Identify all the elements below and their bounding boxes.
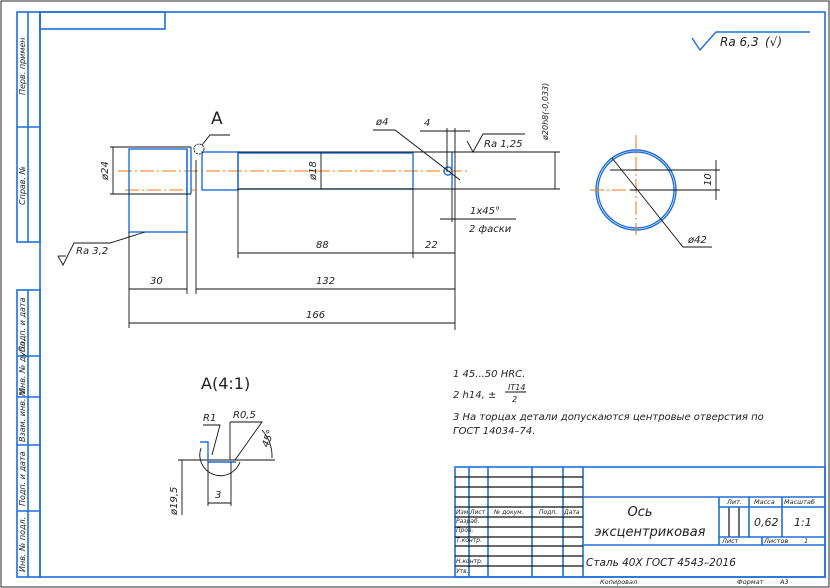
- format-label: Формат: [737, 578, 764, 586]
- dim-3: 3: [215, 490, 221, 501]
- side-label: Перв. примен: [18, 37, 27, 95]
- main-view: A ø24 ø18 ø20h8(-0,033) ø4 4 Ra 1,25 1x4…: [57, 83, 560, 330]
- sheets-value: 1: [804, 537, 808, 545]
- dim-132: 132: [316, 276, 335, 287]
- dim-d20: ø20h8(-0,033): [541, 83, 550, 141]
- side-label: Подп. и дата: [18, 451, 27, 506]
- format-value: A3: [779, 578, 789, 586]
- role-checker: Пров.: [456, 527, 474, 534]
- dim-30: 30: [150, 276, 163, 287]
- dim-d42: ø42: [687, 235, 707, 246]
- header-doc: № докум.: [493, 509, 524, 516]
- detail-view: A(4:1) R1 R0,5 45° ø19,5 3: [169, 374, 277, 516]
- dim-d4: ø4: [375, 117, 388, 128]
- role-developer: Разраб.: [456, 518, 480, 525]
- scale-label: Масштаб: [784, 498, 815, 506]
- side-label: Взам. инв. №: [18, 388, 27, 442]
- dim-w4: 4: [424, 118, 430, 129]
- header-izm: Изм: [456, 509, 469, 516]
- sheet-label: Лист: [721, 537, 739, 545]
- note-3-cont: ГОСТ 14034–74.: [453, 426, 535, 437]
- general-roughness: Ra 6,3 (√): [691, 31, 810, 52]
- dim-r1: R1: [203, 413, 216, 424]
- dim-10: 10: [703, 173, 714, 186]
- roughness-value: Ra 6,3: [720, 35, 759, 49]
- part-name-line2: эксцентриковая: [594, 525, 705, 540]
- left-strip: Перв. примен Справ. № Подп. и дата Инв. …: [16, 11, 41, 578]
- dim-166: 166: [306, 310, 325, 321]
- side-label: Инв. № подл.: [18, 517, 27, 572]
- note-3: 3 На торцах детали допускаются центровые…: [453, 412, 764, 423]
- drawing-frame: [39, 11, 826, 578]
- side-label: Подп. и дата: [18, 297, 27, 352]
- roughness-suffix: (√): [765, 35, 782, 49]
- side-label: Инв. № дубл.: [18, 339, 27, 394]
- top-left-box: [39, 11, 166, 30]
- header-date: Дата: [563, 509, 580, 516]
- roughness-ra32: Ra 3,2: [76, 246, 108, 257]
- header-list: Лист: [469, 509, 486, 516]
- header-sign: Подп.: [539, 509, 557, 516]
- chamfer-note: 2 фаски: [469, 224, 512, 235]
- technical-notes: 1 45...50 HRC. 2 h14, ± IT14 2 3 На торц…: [453, 369, 764, 437]
- dim-d18: ø18: [308, 161, 319, 181]
- sheets-label: Листов: [763, 537, 788, 545]
- dim-chamfer: 1x45°: [470, 206, 500, 217]
- material: Сталь 40Х ГОСТ 4543–2016: [586, 557, 736, 569]
- role-tcontrol: Т.контр.: [456, 537, 482, 544]
- note-2: 2 h14, ±: [453, 390, 496, 401]
- dim-d195: ø19,5: [169, 487, 180, 516]
- role-ncontrol: Н.контр.: [456, 558, 483, 565]
- mass-value: 0,62: [754, 516, 779, 529]
- note-2-numerator: IT14: [508, 383, 525, 392]
- detail-title: A(4:1): [201, 374, 250, 393]
- dim-r05: R0,5: [233, 410, 256, 421]
- section-view: 10 ø42: [590, 135, 720, 248]
- part-name: Ось: [627, 505, 652, 520]
- note-2-denominator: 2: [512, 395, 517, 404]
- mass-label: Масса: [754, 498, 775, 506]
- title-block: Изм Лист № докум. Подп. Дата Разраб. Про…: [454, 466, 826, 586]
- side-label: Справ. №: [18, 166, 27, 205]
- scale-value: 1:1: [794, 516, 812, 529]
- dim-22: 22: [425, 240, 438, 251]
- copied-label: Копировал: [600, 578, 637, 586]
- dim-d24: ø24: [100, 161, 111, 181]
- lit-label: Лит.: [726, 498, 742, 506]
- view-marker: A: [211, 109, 223, 129]
- dim-88: 88: [316, 240, 329, 251]
- role-approved: Утв.: [456, 568, 469, 575]
- roughness-ra125: Ra 1,25: [484, 139, 523, 150]
- note-1: 1 45...50 HRC.: [453, 369, 525, 380]
